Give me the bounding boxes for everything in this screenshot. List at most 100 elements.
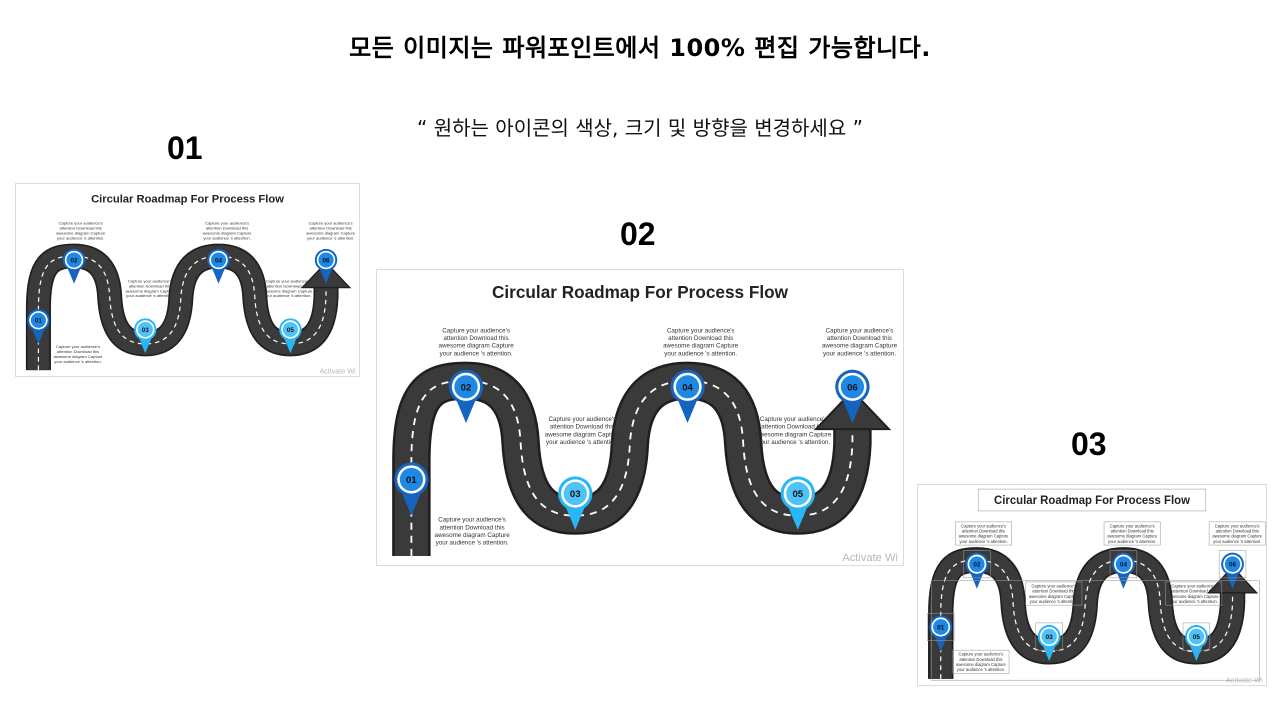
selection-box: [1109, 550, 1138, 579]
caption-line: your audience 's attention.: [264, 293, 311, 298]
pin-core: [399, 467, 424, 491]
step-pin: 05: [1182, 622, 1211, 662]
caption-line: Capture your audience's: [961, 523, 1006, 528]
selection-box: [1035, 622, 1063, 651]
pin-tail: [138, 337, 152, 354]
step-pin: 03: [558, 476, 593, 530]
step-number: 03: [1046, 634, 1053, 641]
pin-tail: [211, 267, 226, 284]
step-pin: 03: [134, 318, 157, 354]
pin-core: [30, 312, 47, 328]
caption-line: awesome diagram Capture: [203, 231, 253, 236]
caption-line: attention Download this: [309, 226, 351, 231]
caption-line: your audience 's attention.: [126, 293, 173, 298]
pin-core: [563, 481, 587, 506]
caption-line: awesome diagram Capture: [306, 231, 356, 236]
pin-tail: [1189, 644, 1204, 662]
label-01: 01: [167, 130, 203, 166]
selection-box: [927, 613, 955, 641]
step-number: 06: [323, 257, 330, 264]
caption-line: awesome diagram Capture: [1029, 594, 1079, 599]
caption-line: your audience 's attention.: [57, 236, 104, 241]
selection-box: [1218, 550, 1247, 579]
pin-tail: [283, 337, 297, 354]
pin-core: [840, 375, 865, 399]
caption-line: your audience 's attention.: [436, 540, 509, 547]
pin-tail: [401, 491, 422, 516]
step-pin: 02: [963, 550, 991, 589]
caption-line: Capture your audience's: [128, 278, 172, 283]
caption-line: Capture your audience's: [1031, 583, 1076, 588]
caption-line: attention Download this: [1032, 589, 1075, 594]
selection-box: [1025, 581, 1083, 606]
step-pin: 06: [835, 369, 870, 424]
caption-line: Capture your audience's: [1110, 523, 1155, 528]
caption-line: attention Download this: [59, 226, 101, 231]
caption-line: attention Download this: [1111, 528, 1154, 533]
step-number: 04: [1120, 562, 1127, 569]
step-number: 05: [287, 327, 294, 334]
step-number: 03: [570, 489, 581, 500]
caption-line: Capture your audience's: [548, 416, 616, 423]
caption-line: your audience 's attention.: [1170, 599, 1218, 604]
caption-line: Capture your audience's: [1215, 523, 1260, 528]
caption-line: your audience 's attention.: [307, 236, 354, 241]
step-number: 05: [792, 489, 803, 500]
step-pin: 05: [780, 476, 815, 530]
page-headline: 모든 이미지는 파워포인트에서 100% 편집 가능합니다.: [349, 34, 931, 62]
roadmap-diagram-01: Circular Roadmap For Process FlowCapture…: [16, 184, 359, 376]
pin-core: [1115, 556, 1132, 573]
caption-line: awesome diagram Capture: [125, 288, 175, 293]
caption-line: Capture your audience's: [205, 221, 249, 226]
pin-tail: [787, 505, 808, 530]
watermark: Activate Wi: [842, 552, 898, 564]
caption-line: awesome diagram Capture: [545, 431, 621, 438]
step-number: 02: [461, 382, 472, 393]
caption-line: attention Download this: [959, 657, 1002, 662]
slide-title: Circular Roadmap For Process Flow: [994, 495, 1190, 507]
caption-line: attention Download this: [550, 424, 615, 431]
roadmap-diagram-03: Circular Roadmap For Process FlowCapture…: [918, 485, 1266, 685]
caption-line: awesome diagram Capture: [434, 532, 510, 539]
step-pin: 02: [448, 369, 484, 424]
page-subtitle: “ 원하는 아이콘의 색상, 크기 및 방향을 변경하세요 ”: [417, 116, 863, 140]
road-lane-markings: [37, 255, 327, 371]
caption-line: awesome diagram Capture: [822, 343, 898, 350]
caption-line: your audience 's attention.: [546, 439, 619, 446]
pin-core: [318, 252, 334, 268]
selection-box: [963, 550, 991, 579]
caption-line: awesome diagram Capture: [263, 288, 313, 293]
pin-tail: [67, 267, 81, 284]
caption-line: attention Download this: [962, 528, 1005, 533]
step-number: 04: [215, 257, 222, 264]
caption-line: awesome diagram Capture: [54, 354, 104, 359]
caption-line: awesome diagram Capture: [1212, 534, 1262, 539]
label-03: 03: [1071, 426, 1107, 462]
caption-line: awesome diagram Capture: [756, 431, 832, 438]
caption-line: awesome diagram Capture: [663, 343, 739, 350]
caption-line: awesome diagram Capture: [1169, 594, 1219, 599]
caption-line: your audience 's attention.: [440, 350, 513, 357]
caption-line: your audience 's attention.: [957, 667, 1005, 672]
caption-line: Capture your audience's: [438, 517, 506, 524]
pin-tail: [31, 328, 46, 344]
